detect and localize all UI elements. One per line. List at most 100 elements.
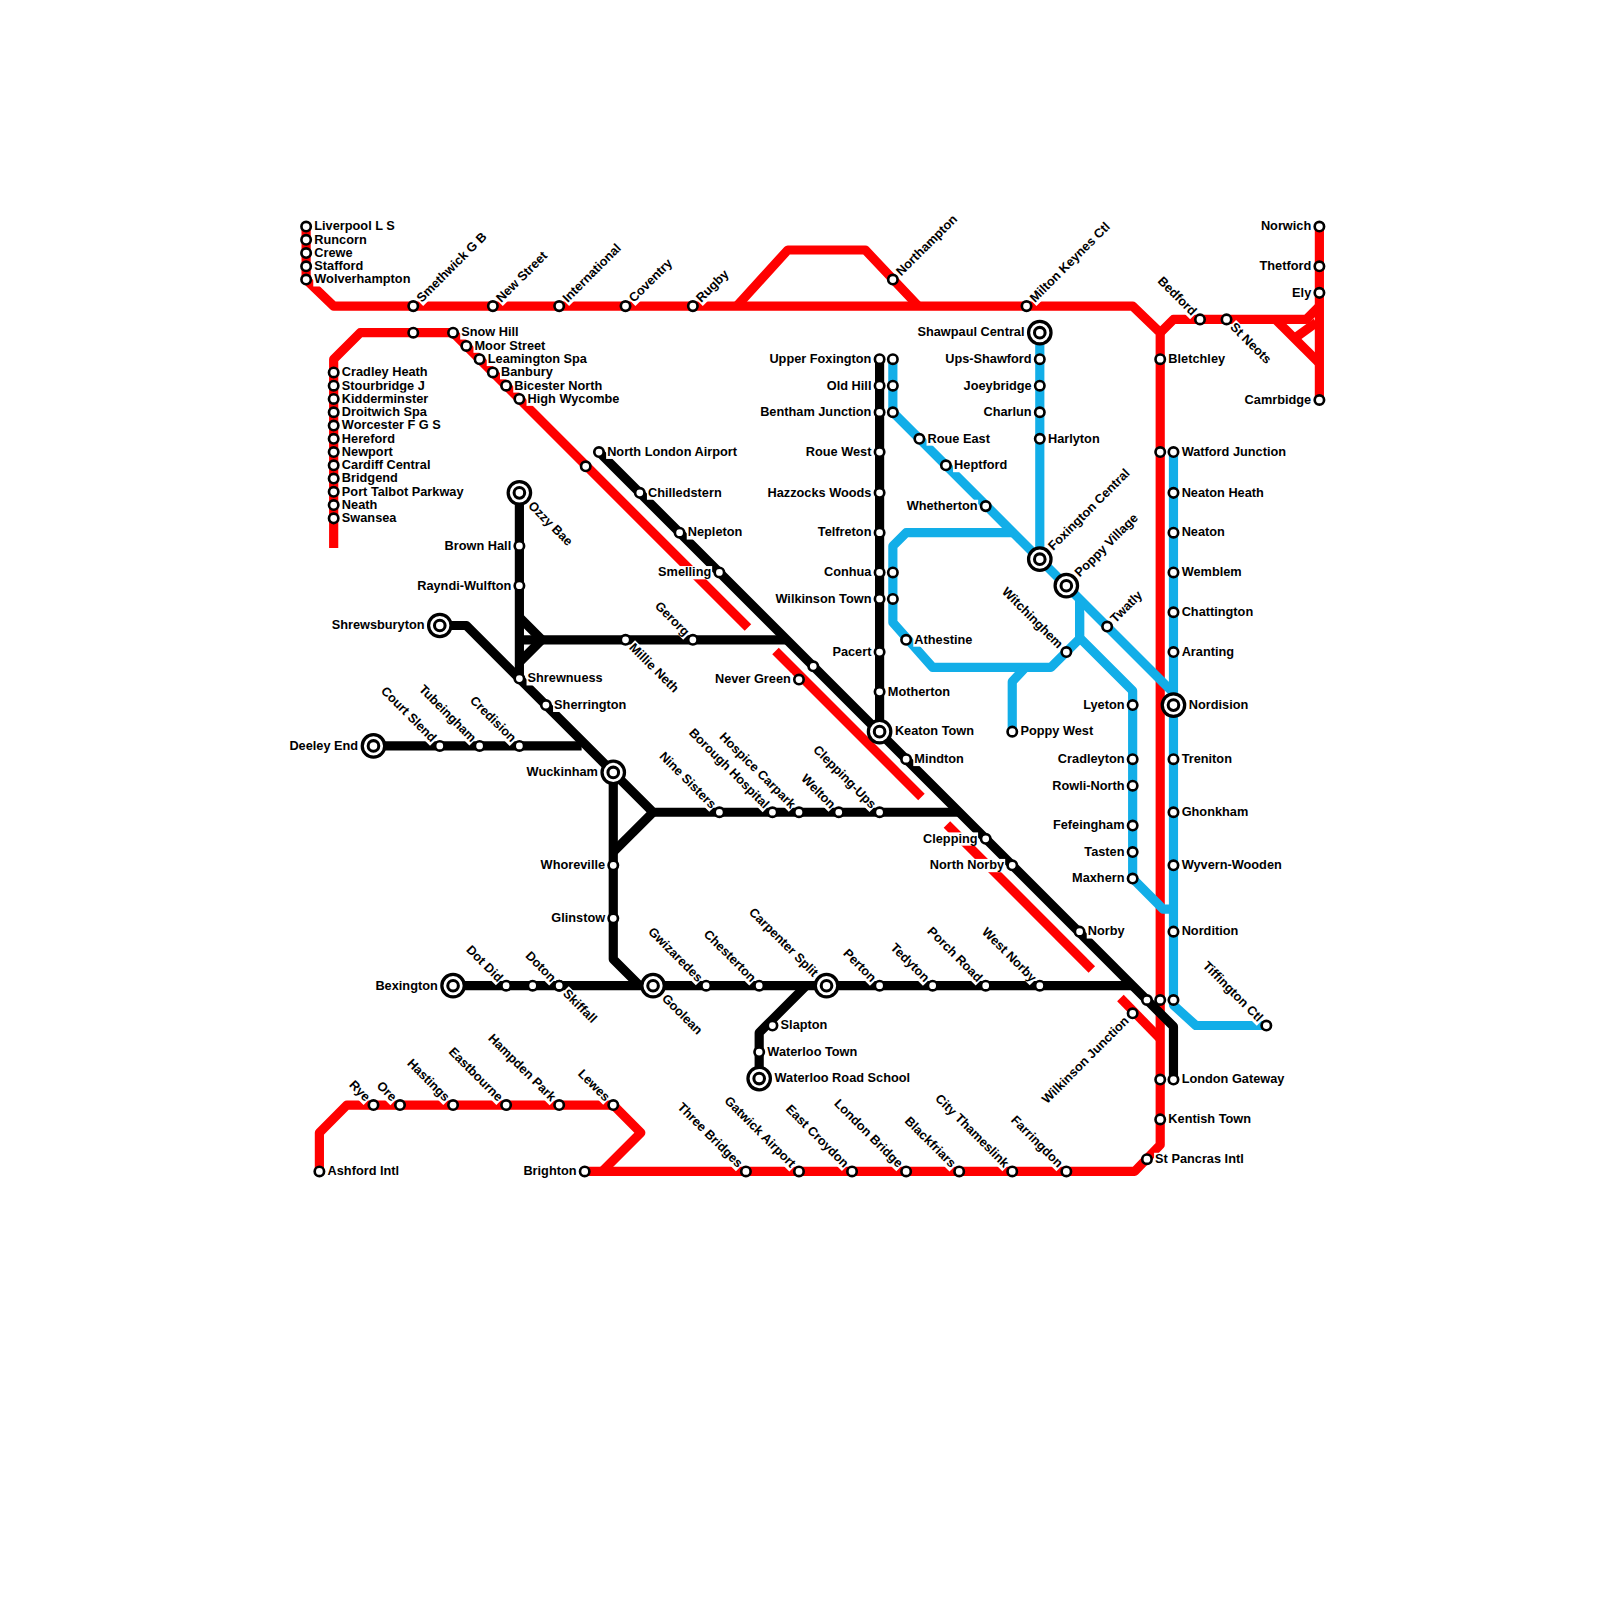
station-circle xyxy=(329,381,338,390)
station-label: Liverpool L S xyxy=(313,220,396,233)
station-dot xyxy=(1102,622,1111,631)
station-label: Hereford xyxy=(341,432,396,445)
station-circle xyxy=(768,808,777,817)
station-label: Kentish Town xyxy=(1167,1113,1252,1126)
station-circle xyxy=(1128,847,1137,856)
station-dot xyxy=(688,635,697,644)
station-label: Eastbourne xyxy=(446,1044,506,1104)
station-circle xyxy=(1128,1009,1137,1018)
station-dot xyxy=(301,262,310,271)
rail-line xyxy=(519,635,786,644)
station-dot xyxy=(915,434,924,443)
station-circle xyxy=(675,528,684,537)
station-dot xyxy=(875,528,884,537)
station-dot xyxy=(1022,301,1031,310)
station-circle xyxy=(329,487,338,496)
station-circle xyxy=(888,594,897,603)
station-circle xyxy=(515,394,524,403)
station-dot xyxy=(1128,874,1137,883)
station-circle xyxy=(1262,1021,1271,1030)
station-dot xyxy=(609,914,618,923)
station-dot xyxy=(888,381,897,390)
station-circle xyxy=(554,301,563,310)
station-circle xyxy=(329,394,338,403)
station-circle xyxy=(875,528,884,537)
station-label: Moor Street xyxy=(473,340,546,353)
rail-line xyxy=(947,824,1092,969)
station-dot xyxy=(1128,754,1137,763)
station-circle xyxy=(794,1167,803,1176)
station-circle xyxy=(1128,821,1137,830)
station-circle xyxy=(609,861,618,870)
station-label: Snow Hill xyxy=(460,326,519,339)
station-circle xyxy=(329,514,338,523)
station-circle xyxy=(1128,874,1137,883)
station-label: Twatly xyxy=(1108,588,1146,626)
station-dot xyxy=(609,1100,618,1109)
station-circle xyxy=(1062,1167,1071,1176)
station-label: Ashford Intl xyxy=(327,1165,401,1178)
station-label: Ely xyxy=(1291,286,1312,299)
station-dot xyxy=(941,461,950,470)
station-dot xyxy=(301,275,310,284)
station-label: Leamington Spa xyxy=(487,353,588,366)
station-circle xyxy=(635,488,644,497)
station-dot xyxy=(554,981,563,990)
station-circle xyxy=(329,434,338,443)
station-circle xyxy=(1169,927,1178,936)
station-dot xyxy=(901,635,910,644)
station-dot xyxy=(981,834,990,843)
rail-line xyxy=(893,359,1174,693)
station-circle xyxy=(301,248,310,257)
station-label: Treniton xyxy=(1181,753,1233,766)
station-circle xyxy=(554,981,563,990)
station-label: Nordision xyxy=(1188,699,1250,712)
station-label: Tiffington Ctl xyxy=(1199,959,1265,1025)
station-label: Ore xyxy=(373,1079,399,1105)
station-label: Maxhern xyxy=(1071,872,1125,885)
station-dot xyxy=(1142,995,1151,1004)
station-dot xyxy=(642,974,664,996)
station-label: Dot Did xyxy=(463,943,506,986)
station-label: Lewes xyxy=(575,1067,613,1105)
station-label: Stafford xyxy=(313,260,364,273)
station-label: Poppy West xyxy=(1019,725,1094,738)
station-label: Ups-Shawford xyxy=(944,353,1033,366)
station-label: Waterloo Town xyxy=(766,1046,858,1059)
station-circle xyxy=(741,1167,750,1176)
station-label: Port Talbot Parkway xyxy=(341,485,465,498)
station-dot xyxy=(475,354,484,363)
station-circle xyxy=(1169,995,1178,1004)
station-dot xyxy=(580,1167,589,1176)
station-label: Smethwick G B xyxy=(414,229,490,305)
station-label: Runcorn xyxy=(313,233,367,246)
station-dot xyxy=(875,568,884,577)
station-label: Sherrington xyxy=(553,699,627,712)
station-circle xyxy=(528,981,537,990)
station-dot xyxy=(462,341,471,350)
station-circle xyxy=(1156,354,1165,363)
station-circle xyxy=(501,981,510,990)
station-label: Old Hill xyxy=(826,379,873,392)
station-dot xyxy=(847,1167,856,1176)
station-label: Droitwich Spa xyxy=(341,406,428,419)
station-label: Clepping xyxy=(922,832,979,845)
station-dot xyxy=(875,594,884,603)
interchange-ring xyxy=(448,980,459,991)
station-dot xyxy=(1035,381,1044,390)
station-circle xyxy=(1035,434,1044,443)
station-dot xyxy=(1169,447,1178,456)
station-label: Coventry xyxy=(626,256,676,306)
station-circle xyxy=(429,614,451,636)
station-dot xyxy=(609,861,618,870)
station-circle xyxy=(954,1167,963,1176)
station-dot xyxy=(1169,995,1178,1004)
station-dot xyxy=(515,394,524,403)
station-circle xyxy=(1142,1154,1151,1163)
station-dot xyxy=(329,434,338,443)
station-circle xyxy=(981,501,990,510)
station-label: Carpenter Split xyxy=(746,905,821,980)
interchange-ring xyxy=(514,488,525,499)
station-label: Chattington xyxy=(1181,606,1255,619)
